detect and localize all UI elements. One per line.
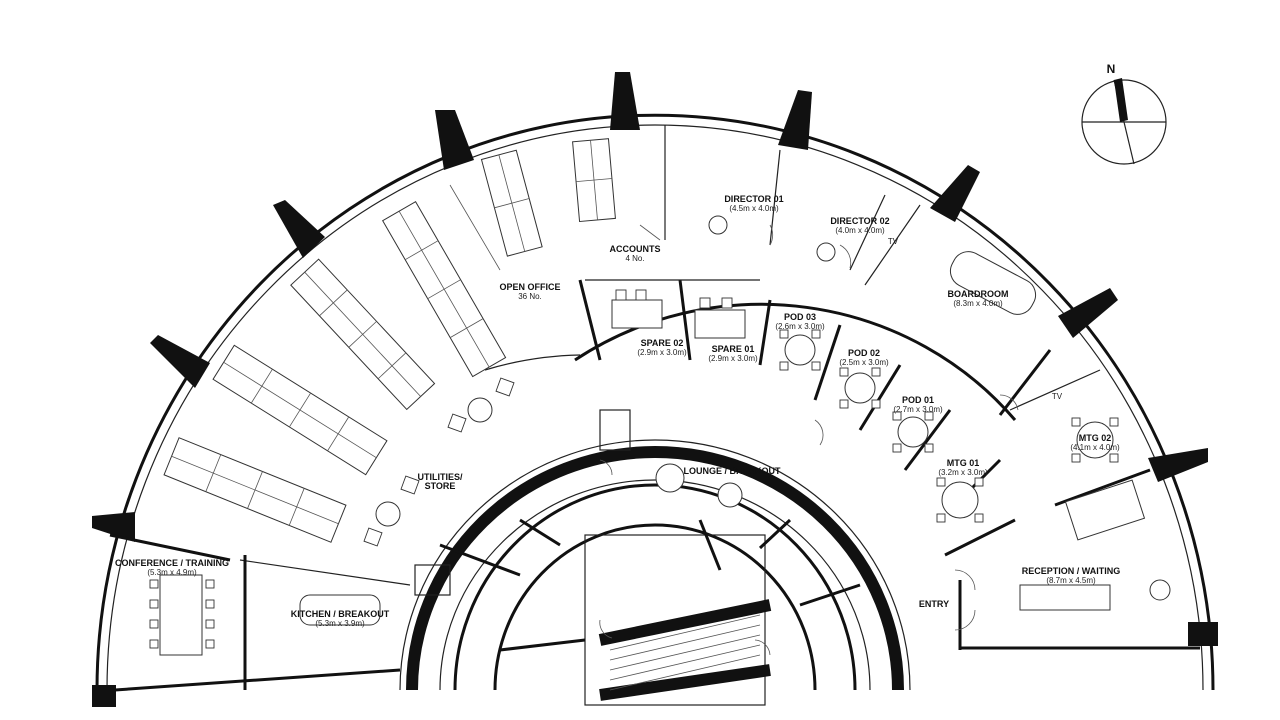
pod-02-label: POD 02: [848, 348, 880, 358]
open-office-detail: 36 No.: [518, 292, 542, 301]
door-swings: [599, 224, 1019, 656]
reception-label: RECEPTION / WAITING: [1022, 566, 1121, 576]
utilities-detail: STORE: [425, 481, 456, 491]
workstations: [159, 138, 1146, 656]
pod-03-label: POD 03: [784, 312, 816, 322]
utilities-label: UTILITIES/: [418, 472, 463, 482]
room-labels: OPEN OFFICE 36 No. ACCOUNTS 4 No. DIRECT…: [115, 194, 1120, 628]
mtg-02-detail: (4.1m x 4.0m): [1070, 443, 1120, 452]
chairs: [149, 289, 1119, 649]
north-arrow: N: [1081, 62, 1167, 165]
accounts-detail: 4 No.: [625, 254, 644, 263]
accounts-label: ACCOUNTS: [610, 244, 661, 254]
director-02-label: DIRECTOR 02: [830, 216, 889, 226]
building-core: [406, 446, 904, 706]
pod-01-detail: (2.7m x 3.0m): [893, 405, 943, 414]
reception-detail: (8.7m x 4.5m): [1046, 576, 1096, 585]
north-label: N: [1107, 62, 1116, 76]
pod-02-detail: (2.5m x 3.0m): [839, 358, 889, 367]
spare-02-detail: (2.9m x 3.0m): [637, 348, 687, 357]
office-partitions: [109, 125, 1200, 692]
boardroom-label: BOARDROOM: [948, 289, 1009, 299]
entry-label: ENTRY: [919, 599, 949, 609]
facade-columns: [92, 72, 1218, 707]
kitchen-label: KITCHEN / BREAKOUT: [291, 609, 390, 619]
pod-03-detail: (2.6m x 3.0m): [775, 322, 825, 331]
conference-label: CONFERENCE / TRAINING: [115, 558, 229, 568]
mtg-01-label: MTG 01: [947, 458, 980, 468]
director-01-detail: (4.5m x 4.0m): [729, 204, 779, 213]
mtg-01-detail: (3.2m x 3.0m): [938, 468, 988, 477]
conference-detail: (5.3m x 4.9m): [147, 568, 197, 577]
north-arrow-icon: [1114, 78, 1128, 122]
mtg-02-tv-label: TV: [1052, 392, 1063, 401]
director-02-detail: (4.0m x 4.0m): [835, 226, 885, 235]
spare-01-detail: (2.9m x 3.0m): [708, 354, 758, 363]
lounge-label: LOUNGE / BREAKOUT: [683, 466, 781, 476]
director-01-label: DIRECTOR 01: [724, 194, 783, 204]
director-tv-label: TV: [888, 237, 899, 246]
open-office-label: OPEN OFFICE: [499, 282, 560, 292]
spare-01-label: SPARE 01: [712, 344, 755, 354]
pod-01-label: POD 01: [902, 395, 934, 405]
kitchen-detail: (5.3m x 3.9m): [315, 619, 365, 628]
spare-02-label: SPARE 02: [641, 338, 684, 348]
facade: [95, 113, 1215, 691]
meeting-tables: [375, 215, 1171, 601]
boardroom-detail: (8.3m x 4.0m): [953, 299, 1003, 308]
mtg-02-label: MTG 02: [1079, 433, 1112, 443]
